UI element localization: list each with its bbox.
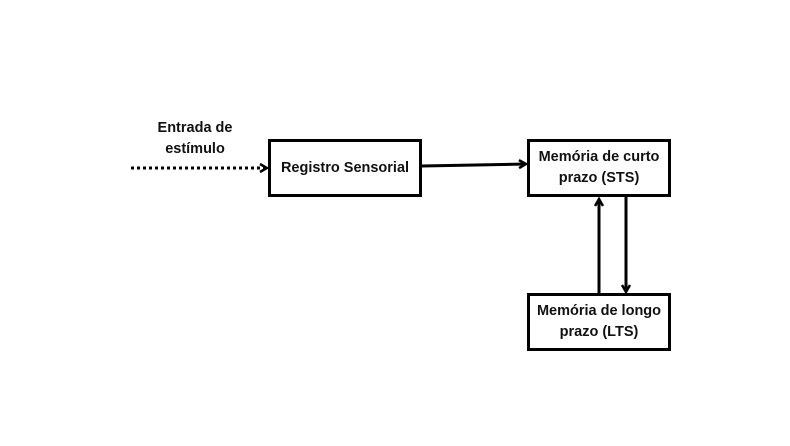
sensory-register-label: Registro Sensorial <box>280 159 410 176</box>
short-term-memory-label-line2: prazo (STS) <box>558 170 640 186</box>
stimulus-input-label: Entrada de estímulo <box>140 118 250 160</box>
stimulus-input-label-line1: Entrada de <box>157 120 233 136</box>
long-term-memory-label-line1: Memória de longo <box>536 303 662 319</box>
long-term-memory-node: Memória de longo prazo (LTS) <box>527 293 671 351</box>
short-term-memory-label-line1: Memória de curto <box>538 149 660 165</box>
stimulus-input-label-line2: estímulo <box>165 141 225 157</box>
sensory-to-sts-arrow <box>421 164 526 166</box>
long-term-memory-label-line2: prazo (LTS) <box>559 324 639 340</box>
short-term-memory-node: Memória de curto prazo (STS) <box>527 139 671 197</box>
sensory-register-node: Registro Sensorial <box>268 139 422 197</box>
